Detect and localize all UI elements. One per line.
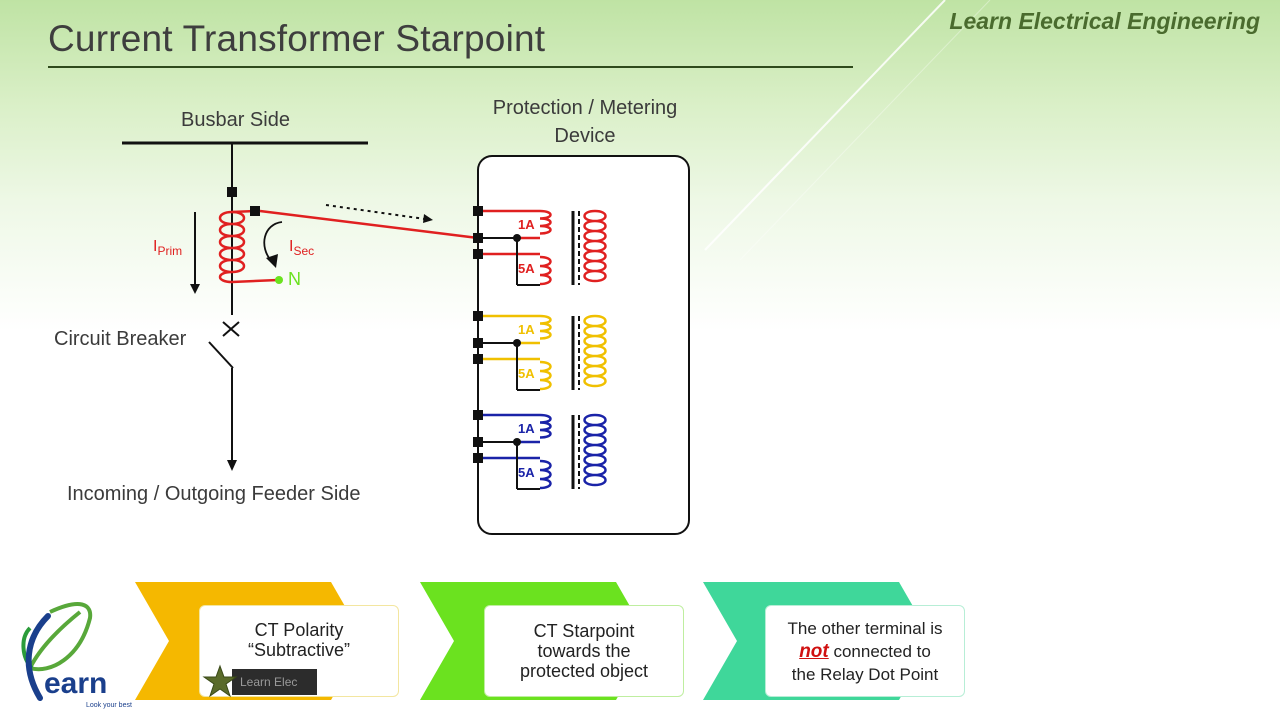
- step2-line3: protected object: [519, 661, 649, 681]
- phase-groups: [473, 206, 607, 490]
- phase3-terminal-bottom: [473, 453, 483, 463]
- device-label-line2: Device: [554, 125, 616, 147]
- phase1-terminal-mid: [473, 233, 483, 243]
- not-emphasis: not: [799, 640, 829, 662]
- phase3-junction-dot: [513, 438, 521, 446]
- step-box-3: The other terminal is not connected to t…: [765, 605, 965, 697]
- logo-tagline: Look your best: [86, 702, 132, 709]
- phase2-terminal-bottom: [473, 354, 483, 364]
- feeder-label: Incoming / Outgoing Feeder Side: [67, 483, 361, 505]
- step1-line2: “Subtractive”: [247, 640, 351, 660]
- breaker-blade: [208, 341, 234, 369]
- ct-to-relay-lead: [259, 209, 479, 240]
- step-box-1: CT Polarity “Subtractive”: [199, 605, 399, 697]
- phase3-terminal-top: [473, 410, 483, 420]
- phase3-tap-5a-label: 5A: [518, 465, 535, 480]
- phase2-tap-5a-label: 5A: [518, 366, 535, 381]
- device-label: Protection / Metering Device: [470, 94, 700, 150]
- phase3-terminal-mid: [473, 437, 483, 447]
- phase1-tap-1a-label: 1A: [518, 217, 535, 232]
- step2-line1: CT Starpoint: [533, 621, 635, 641]
- circuit-breaker-label: Circuit Breaker: [54, 328, 187, 350]
- step-box-2: CT Starpoint towards the protected objec…: [484, 605, 684, 697]
- step2-line2: towards the: [537, 641, 631, 661]
- phase1-coil-1a: [539, 209, 552, 235]
- logo-wordmark: earn: [44, 667, 108, 700]
- phase2-terminal-mid: [473, 338, 483, 348]
- breaker-x: [222, 321, 240, 337]
- step3-line3: the Relay Dot Point: [791, 664, 939, 684]
- page-title: Current Transformer Starpoint: [48, 18, 546, 59]
- phase1-relay-winding: [594, 209, 607, 283]
- phase2-coil-1a: [539, 314, 552, 340]
- phase3-relay-winding-left: [583, 413, 596, 487]
- title-divider: [48, 66, 853, 68]
- phase2-relay-winding: [594, 314, 607, 388]
- phase1-tap-5a-label: 5A: [518, 261, 535, 276]
- ct-bottom-lead: [231, 278, 279, 284]
- step3-line1: The other terminal is: [787, 618, 943, 638]
- primary-dot-terminal: [227, 187, 237, 197]
- neutral-point: [275, 276, 283, 284]
- ct-secondary-terminal: [250, 206, 260, 216]
- phase3-relay-winding: [594, 413, 607, 487]
- phase2-relay-winding-left: [583, 314, 596, 388]
- phase2-terminal-top: [473, 311, 483, 321]
- hover-tooltip: Learn Elec: [232, 669, 317, 695]
- i-sec-main: I: [289, 238, 294, 255]
- phase1-coil-5a: [539, 255, 552, 286]
- phase2-tap-1a-label: 1A: [518, 322, 535, 337]
- busbar-label: Busbar Side: [181, 109, 290, 131]
- phase2-junction-dot: [513, 339, 521, 347]
- neutral-label: N: [288, 269, 301, 289]
- phase2-coil-5a: [539, 360, 552, 391]
- brand-text: Learn Electrical Engineering: [949, 8, 1260, 34]
- star-icon: [202, 664, 238, 698]
- phase3-tap-1a-label: 1A: [518, 421, 535, 436]
- i-sec-sub: Sec: [293, 244, 315, 259]
- i-prim-sub: Prim: [157, 244, 183, 259]
- i-prim-label: IPrim: [153, 238, 182, 258]
- current-direction-arrow: [325, 204, 426, 220]
- learn-logo-icon: [21, 602, 93, 701]
- ct-secondary-coil: [218, 210, 246, 284]
- step3-line2-rest: connected to: [828, 641, 931, 661]
- phase1-relay-winding-left: [583, 209, 596, 283]
- step3-line2: not connected to: [799, 640, 931, 663]
- phase1-terminal-bottom: [473, 249, 483, 259]
- device-label-line1: Protection / Metering: [492, 97, 678, 119]
- phase3-coil-5a: [539, 459, 552, 490]
- phase1-terminal-top: [473, 206, 483, 216]
- relay-device-box: [477, 155, 690, 535]
- i-sec-label: ISec: [289, 238, 314, 258]
- phase1-junction-dot: [513, 234, 521, 242]
- i-prim-main: I: [153, 238, 158, 255]
- phase3-coil-1a: [539, 413, 552, 439]
- step1-line1: CT Polarity: [254, 620, 344, 640]
